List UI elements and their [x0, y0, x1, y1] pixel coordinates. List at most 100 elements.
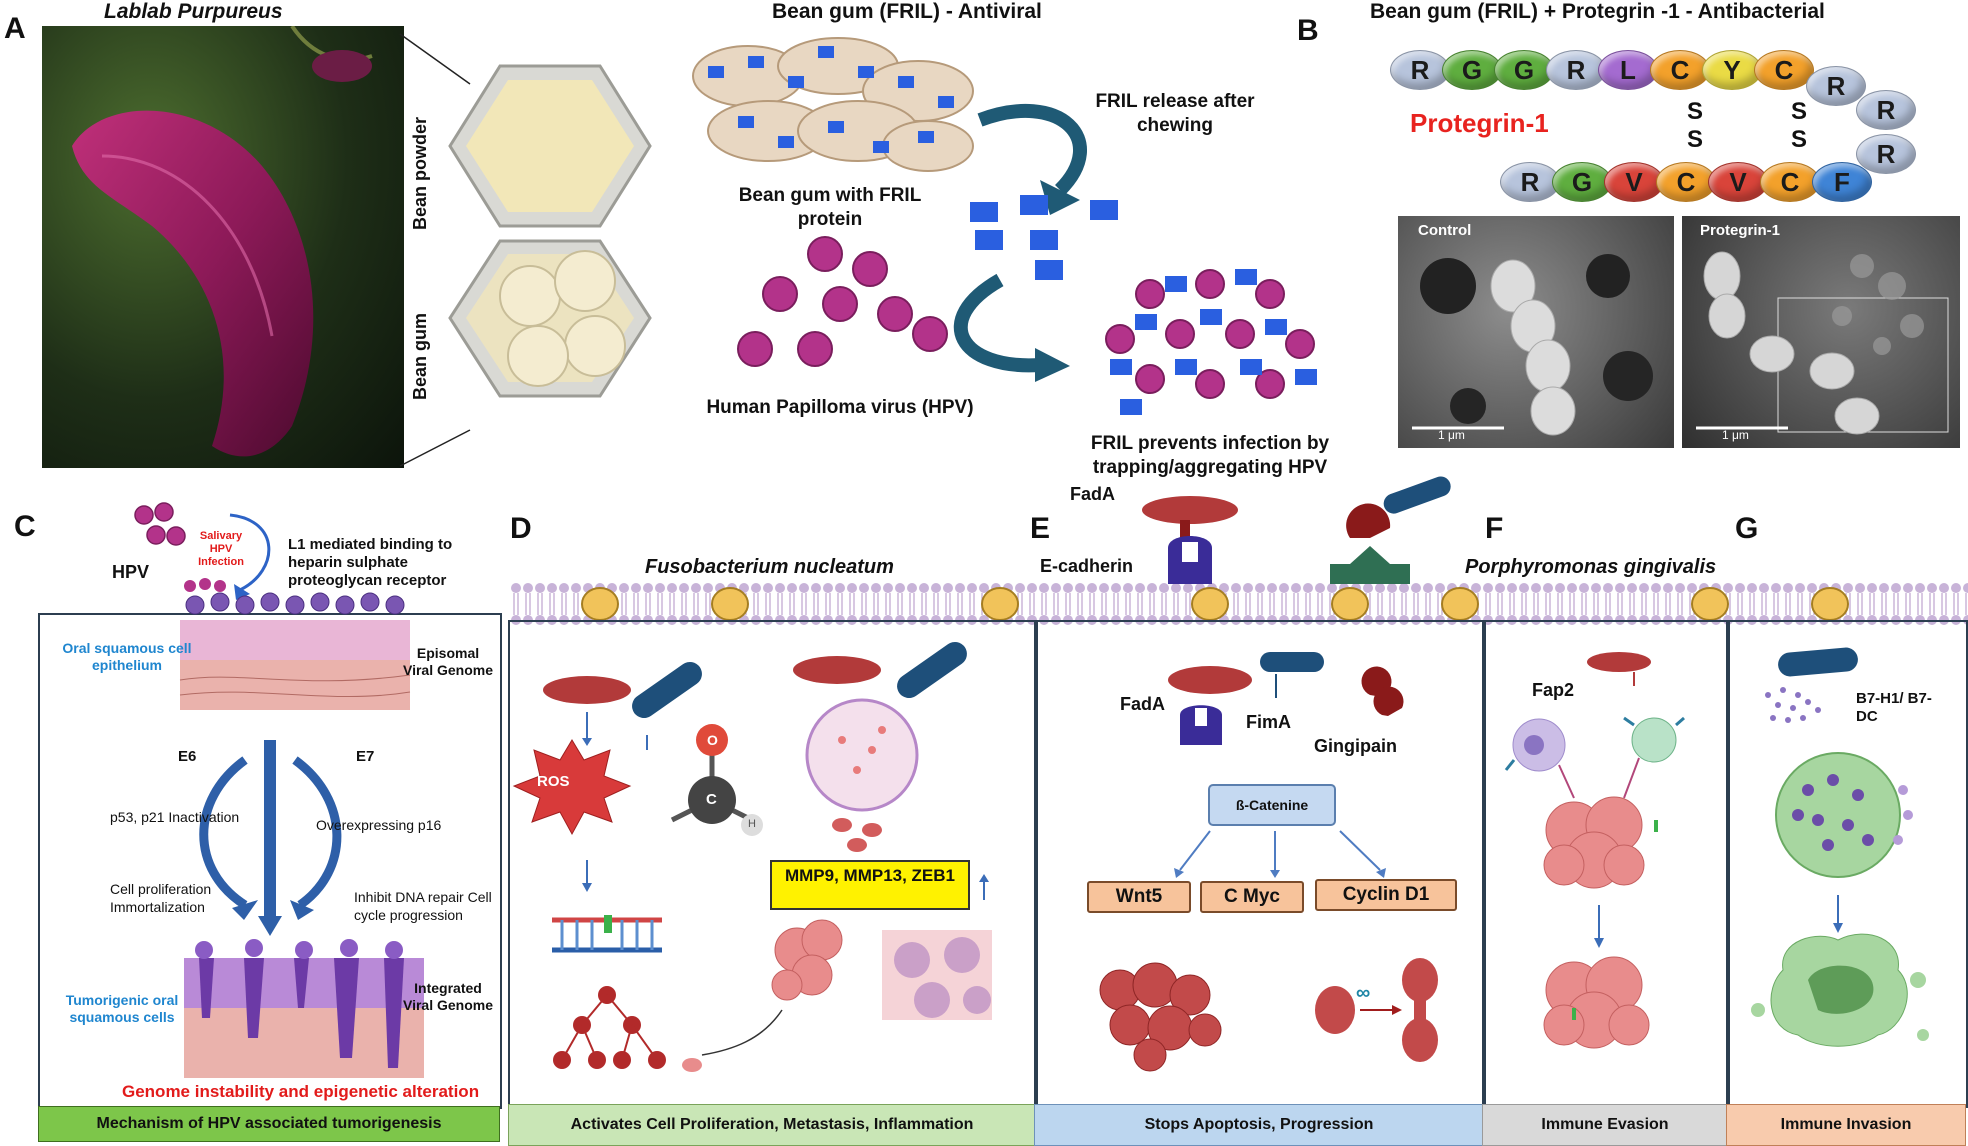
residue-top-3: R: [1546, 50, 1606, 90]
e7-label: E7: [356, 748, 375, 765]
salivary-hpv-label: Salivary HPV Infection: [198, 530, 244, 568]
residue-top-7: C: [1754, 50, 1814, 90]
cmyc-box: C Myc: [1200, 881, 1304, 913]
sem-control-label: Control: [1418, 222, 1472, 239]
trapped-hpv-aggregate: [1105, 269, 1317, 415]
bean-gum-fril-label: Bean gum with FRIL protein: [738, 185, 922, 230]
residue-side-0: R: [1856, 90, 1916, 130]
wnt5-box: Wnt5: [1087, 881, 1191, 913]
p53-label: p53, p21 Inactivation: [110, 809, 240, 825]
fada-label: FadA: [1120, 694, 1165, 714]
disulfide-s-0: S: [1687, 98, 1704, 125]
residue-bottom-1: G: [1552, 162, 1612, 202]
fusobacterium-illustration: [512, 641, 992, 1072]
oral-epithelium-illustration: [179, 578, 411, 710]
fril-release-label: FRIL release after chewing: [1095, 91, 1255, 136]
residue-bottom-6: F: [1812, 162, 1872, 202]
residue-bottom-4: V: [1708, 162, 1768, 202]
l1-binding-label: L1 mediated binding to heparin sulphate …: [288, 536, 453, 589]
integrated-label: Integrated Viral Genome: [402, 980, 493, 1013]
zoom-lines: [399, 33, 471, 467]
beta-catenin-box: ß-Catenine: [1208, 784, 1336, 826]
bean-gum-label: Bean gum: [410, 312, 430, 400]
fada-fima-gingipain: [1168, 652, 1404, 745]
panel-letter-a: A: [4, 12, 26, 45]
inhibit-dna-label: Inhibit DNA repair Cell cycle progressio…: [354, 889, 492, 923]
antibacterial-title: Bean gum (FRIL) + Protegrin -1 - Antibac…: [1370, 0, 1825, 23]
e6-e7-arrows: [199, 740, 342, 936]
episomal-label: Episomal Viral Genome: [402, 645, 493, 678]
gingipain-label: Gingipain: [1314, 736, 1397, 756]
cell-membrane: [510, 582, 1968, 626]
hpv-icon: [134, 502, 186, 546]
residue-side-1: R: [1856, 134, 1916, 174]
sem-protegrin-scale: 1 μm: [1722, 428, 1749, 442]
fusobacterium-title: Fusobacterium nucleatum: [645, 556, 894, 578]
sem-protegrin-image: Protegrin-1 1 μm: [1682, 216, 1960, 448]
disulfide-s-2: S: [1791, 98, 1808, 125]
tumorigenic-label: Tumorigenic oral squamous cells: [65, 992, 179, 1025]
panel-d-footer: Activates Cell Proliferation, Metastasis…: [508, 1104, 1036, 1146]
residue-top-0: R: [1390, 50, 1450, 90]
plant-title: Lablab Purpureus: [104, 0, 283, 23]
fima-label: FimA: [1246, 712, 1291, 732]
cyclin-d1-box: Cyclin D1: [1315, 879, 1457, 911]
bean-powder-label: Bean powder: [410, 116, 430, 230]
panel-g-footer: Immune Invasion: [1726, 1104, 1966, 1146]
residue-top-4: L: [1598, 50, 1658, 90]
trap-arrow: [953, 273, 1070, 382]
release-arrow: [977, 104, 1087, 215]
membrane-receptors: [1142, 476, 1451, 584]
hpv-particles: [737, 236, 948, 367]
protegrin-label: Protegrin-1: [1410, 108, 1549, 138]
residue-top-6: Y: [1702, 50, 1762, 90]
fada-top-label: FadA: [1070, 484, 1115, 504]
antiviral-title: Bean gum (FRIL) - Antiviral: [772, 0, 1042, 23]
lablab-bean-photo: [42, 26, 404, 468]
panel-letter-f: F: [1485, 512, 1504, 545]
b7-label: B7-H1/ B7-DC: [1856, 690, 1932, 725]
tumorigenic-tissue-illustration: [184, 939, 424, 1078]
infinity-symbol: ∞: [1356, 982, 1371, 1004]
immune-invasion-illustration: [1751, 647, 1929, 1047]
residue-top-1: G: [1442, 50, 1502, 90]
oral-epithelium-label: Oral squamous cell epithelium: [62, 640, 192, 673]
hpv-label: Human Papilloma virus (HPV): [706, 397, 974, 418]
panel-letter-e: E: [1030, 512, 1051, 545]
porphyromonas-title: Porphyromonas gingivalis: [1465, 556, 1717, 578]
panel-letter-b: B: [1297, 14, 1319, 47]
fril-prevents-label: FRIL prevents infection by trapping/aggr…: [1090, 433, 1330, 478]
hpv-text: HPV: [112, 562, 150, 582]
hydrogen-label: H: [748, 818, 756, 830]
panel-f-footer: Immune Evasion: [1482, 1104, 1728, 1146]
apoptosis-cells: [1099, 958, 1438, 1072]
panel-letter-d: D: [510, 512, 532, 545]
mmp-box: MMP9, MMP13, ZEB1: [770, 860, 970, 910]
catenin-arrows: [1174, 830, 1386, 878]
oxygen-label: O: [707, 732, 718, 748]
sem-control-image: Control 1 μm: [1398, 216, 1674, 448]
residue-top-5: C: [1650, 50, 1710, 90]
sem-protegrin-label: Protegrin-1: [1700, 222, 1781, 239]
residue-top-2: G: [1494, 50, 1554, 90]
residue-bottom-0: R: [1500, 162, 1560, 202]
immune-evasion-illustration: [1504, 652, 1685, 1049]
panel-e-footer: Stops Apoptosis, Progression: [1034, 1104, 1484, 1146]
e6-label: E6: [178, 748, 197, 765]
salivary-arrow: [229, 513, 271, 600]
proliferation-label: Cell proliferation Immortalization: [110, 881, 212, 915]
residue-top-8: R: [1806, 66, 1866, 106]
sem-control-scale: 1 μm: [1438, 428, 1465, 442]
residue-bottom-2: V: [1604, 162, 1664, 202]
released-fril-proteins: [970, 195, 1118, 280]
residue-bottom-3: C: [1656, 162, 1716, 202]
bean-hexagons: [448, 64, 652, 398]
carbon-label: C: [706, 791, 717, 808]
overexpressing-label: Overexpressing p16: [316, 817, 442, 833]
ros-label: ROS: [537, 773, 570, 790]
e-cadherin-label: E-cadherin: [1040, 556, 1134, 576]
bean-gum-tablets: [692, 37, 974, 172]
disulfide-s-1: S: [1687, 126, 1704, 153]
panel-c-footer: Mechanism of HPV associated tumorigenesi…: [38, 1106, 500, 1142]
